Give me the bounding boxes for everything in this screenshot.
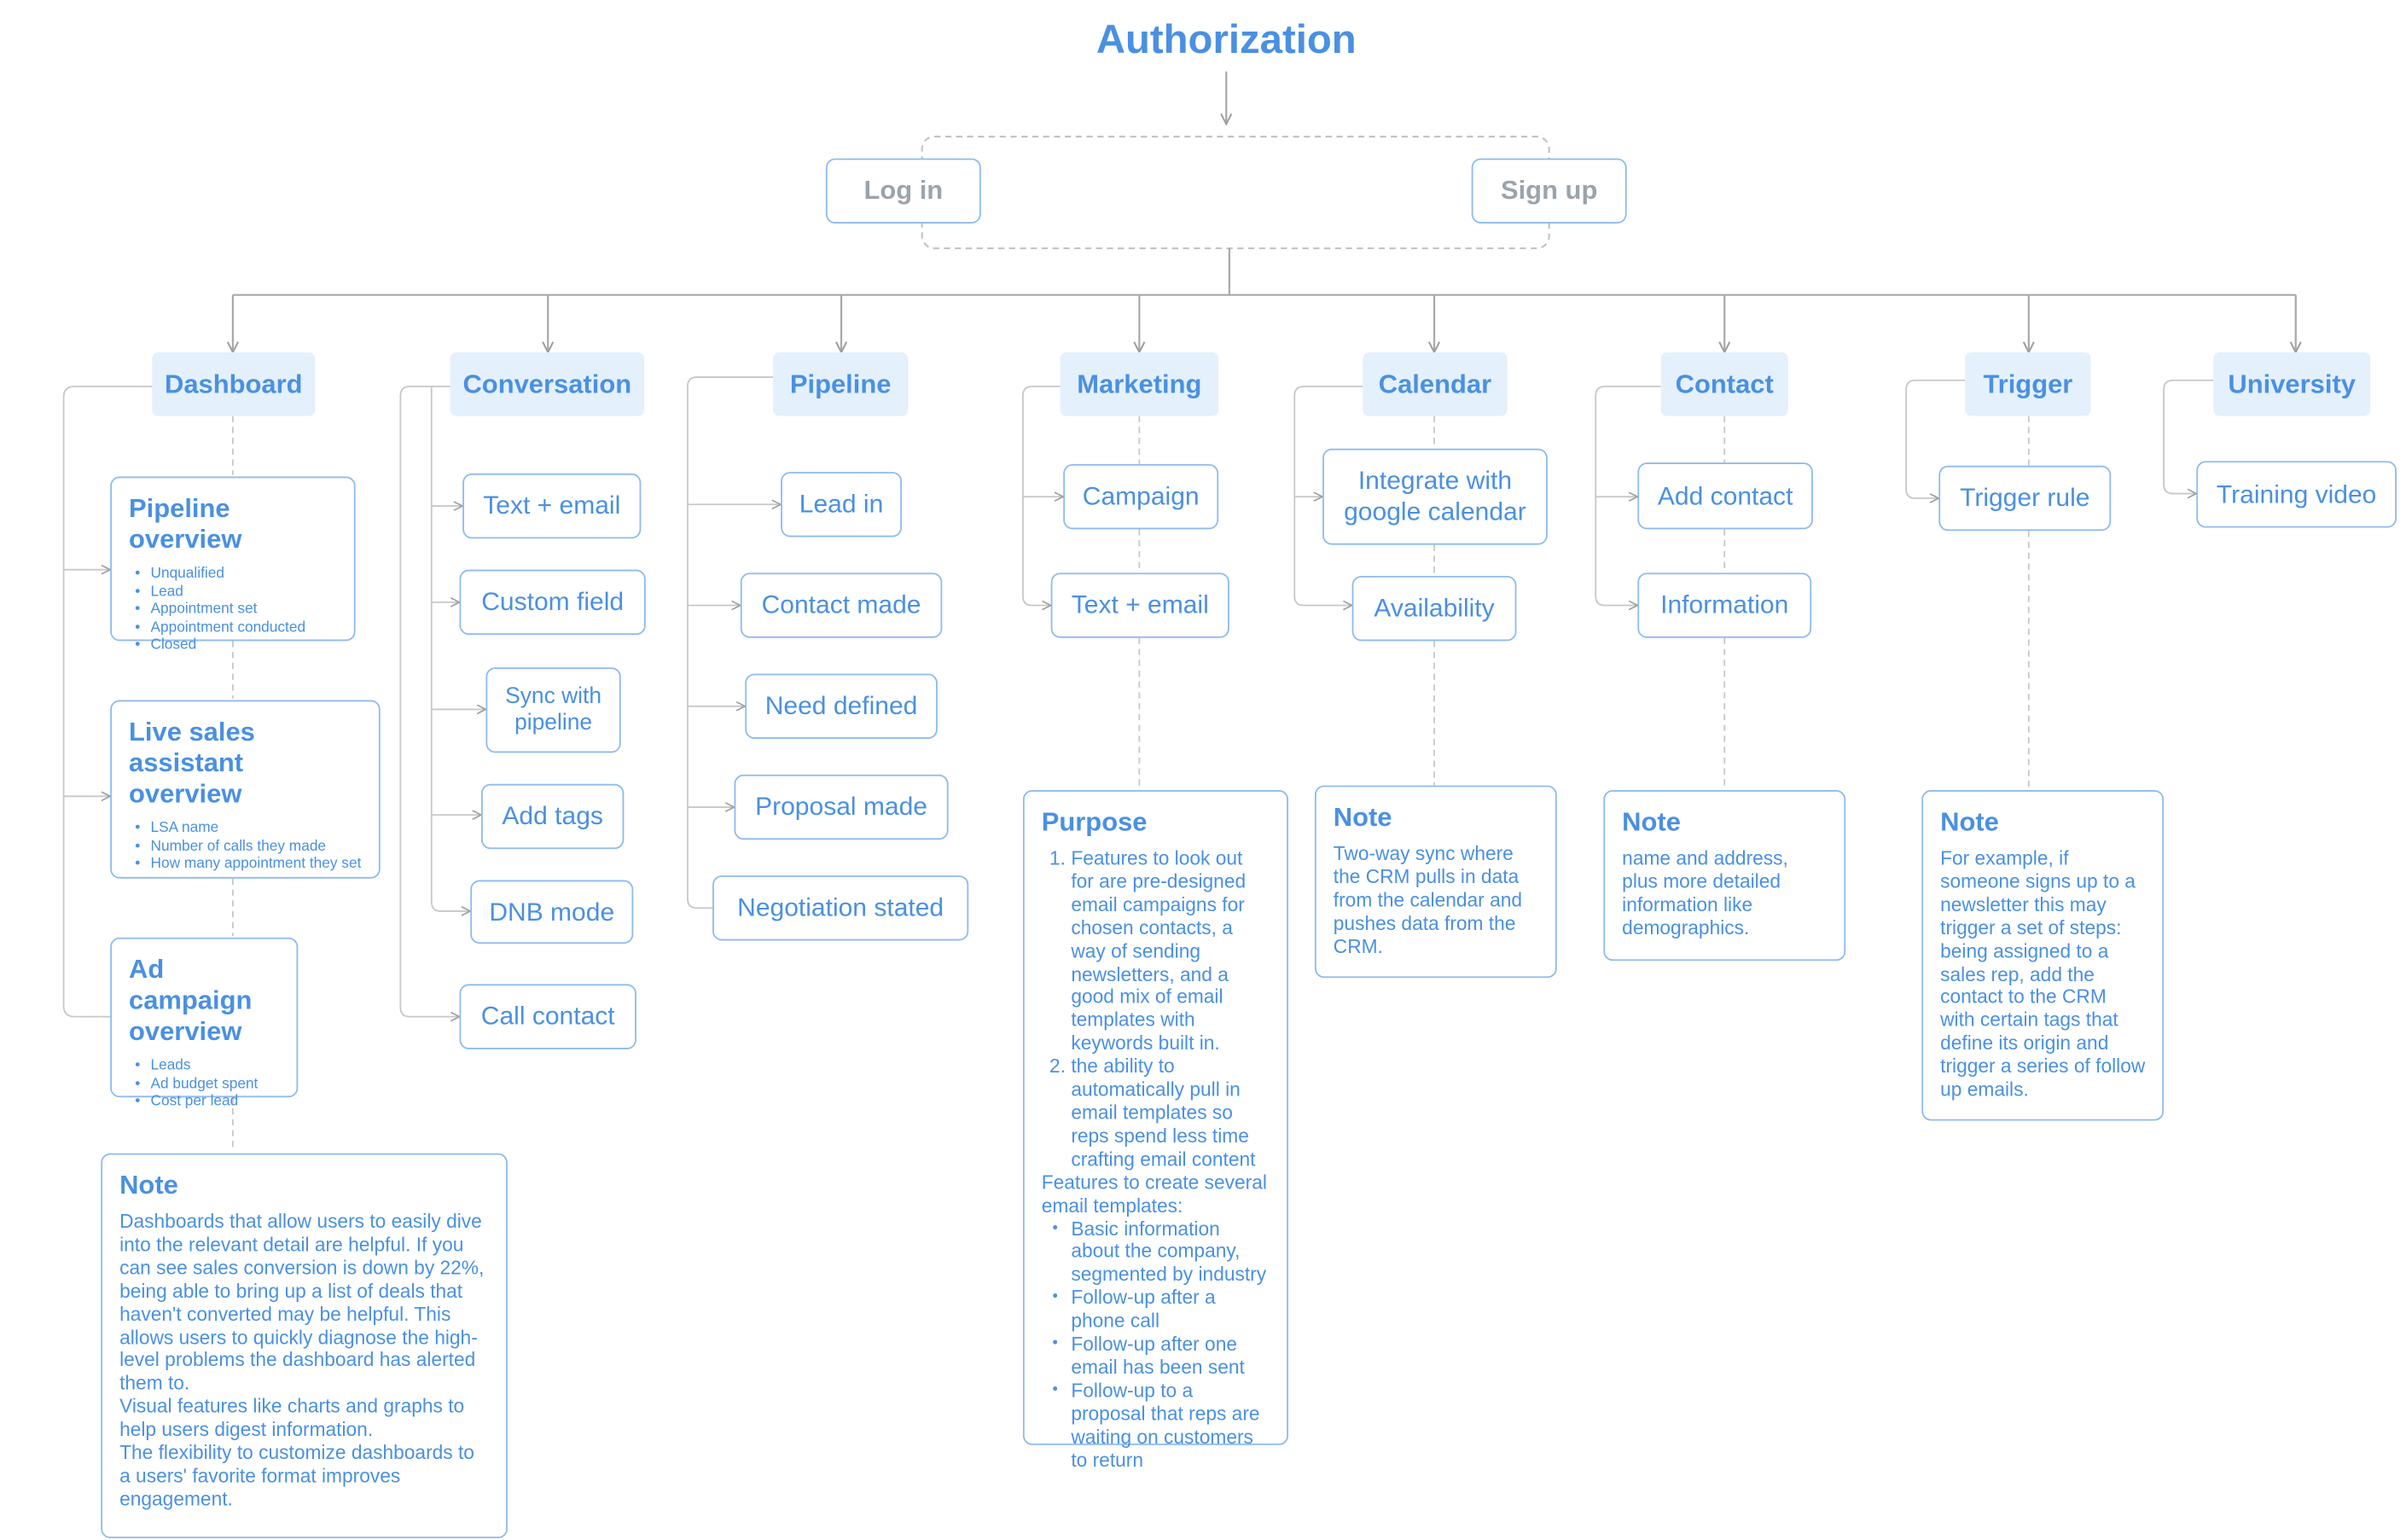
list-item: Cost per lead	[135, 1093, 279, 1111]
calendar-header[interactable]: Calendar	[1363, 352, 1508, 416]
list-item: Ad budget spent	[135, 1075, 279, 1093]
training-video-node[interactable]: Training video	[2196, 461, 2397, 528]
list-item: Closed	[135, 636, 336, 654]
list-item: Unqualified	[135, 565, 336, 583]
note-title: Note	[119, 1170, 178, 1200]
lsa-overview-title: Live sales assistant overview	[129, 717, 255, 809]
negotiation-stated-node[interactable]: Negotiation stated	[712, 875, 969, 941]
trigger-header[interactable]: Trigger	[1965, 352, 2091, 416]
note-title: Note	[1940, 807, 1999, 837]
list-item: Leads	[135, 1057, 279, 1075]
ad-campaign-overview-title: Ad campaign overview	[129, 954, 253, 1047]
contact-note: Note name and address, plus more detaile…	[1603, 790, 1846, 962]
page-title: Authorization	[1095, 15, 1357, 62]
list-item: Follow-up after one email has been sent	[1052, 1334, 1270, 1380]
dnb-mode-node[interactable]: DNB mode	[470, 880, 634, 944]
contact-made-node[interactable]: Contact made	[740, 572, 943, 638]
lead-in-node[interactable]: Lead in	[781, 472, 903, 538]
university-header[interactable]: University	[2213, 352, 2371, 416]
login-node[interactable]: Log in	[825, 158, 981, 224]
text-email-node[interactable]: Text + email	[462, 473, 642, 539]
list-item: Lead	[135, 583, 336, 601]
note-text: name and address, plus more detailed inf…	[1622, 847, 1788, 939]
pipeline-overview-title: Pipeline overview	[129, 493, 242, 555]
note-text: For example, if someone signs up to a ne…	[1940, 847, 2146, 1101]
contact-header[interactable]: Contact	[1660, 352, 1788, 416]
pipeline-header[interactable]: Pipeline	[773, 352, 909, 416]
marketing-header[interactable]: Marketing	[1060, 352, 1219, 416]
availability-node[interactable]: Availability	[1351, 575, 1517, 642]
list-item: Features to look out for are pre-designe…	[1071, 847, 1270, 1055]
marketing-text-email-node[interactable]: Text + email	[1050, 572, 1229, 638]
note-text: Two-way sync where the CRM pulls in data…	[1333, 842, 1523, 957]
dashboard-note: Note Dashboards that allow users to easi…	[101, 1153, 508, 1538]
call-contact-node[interactable]: Call contact	[459, 984, 636, 1049]
signup-node[interactable]: Sign up	[1471, 158, 1627, 224]
note-title: Note	[1333, 802, 1392, 833]
trigger-note: Note For example, if someone signs up to…	[1921, 790, 2165, 1121]
proposal-made-node[interactable]: Proposal made	[734, 774, 949, 840]
purpose-title: Purpose	[1041, 807, 1148, 837]
sync-with-pipeline-node[interactable]: Sync with pipeline	[485, 667, 621, 753]
note-title: Note	[1622, 807, 1681, 837]
list-item: Follow-up after a phone call	[1052, 1287, 1270, 1334]
dashboard-header[interactable]: Dashboard	[152, 352, 316, 416]
list-item: Number of calls they made	[135, 838, 361, 856]
campaign-node[interactable]: Campaign	[1063, 463, 1219, 530]
pipeline-overview-card[interactable]: Pipeline overview Unqualified Lead Appoi…	[110, 476, 356, 654]
lsa-overview-card[interactable]: Live sales assistant overview LSA name N…	[110, 700, 381, 879]
ad-campaign-overview-card[interactable]: Ad campaign overview Leads Ad budget spe…	[110, 937, 299, 1110]
calendar-note: Note Two-way sync where the CRM pulls in…	[1314, 785, 1557, 979]
add-contact-node[interactable]: Add contact	[1637, 462, 1813, 530]
conversation-header[interactable]: Conversation	[450, 352, 645, 416]
list-item: How many appointment they set	[135, 855, 361, 873]
information-node[interactable]: Information	[1637, 572, 1812, 638]
purpose-intro: Features to create several email templat…	[1041, 1171, 1267, 1217]
marketing-purpose-card: Purpose Features to look out for are pre…	[1022, 790, 1289, 1471]
list-item: Appointment conducted	[135, 619, 336, 636]
list-item: LSA name	[135, 820, 361, 838]
custom-field-node[interactable]: Custom field	[459, 569, 646, 636]
integrate-google-calendar-node[interactable]: Integrate with google calendar	[1322, 448, 1548, 545]
list-item: Basic information about the company, seg…	[1052, 1217, 1270, 1287]
trigger-rule-node[interactable]: Trigger rule	[1938, 465, 2112, 532]
list-item: Follow-up to a proposal that reps are wa…	[1052, 1380, 1270, 1472]
list-item: the ability to automatically pull in ema…	[1071, 1055, 1270, 1171]
note-text: Dashboards that allow users to easily di…	[119, 1211, 485, 1510]
list-item: Appointment set	[135, 601, 336, 619]
need-defined-node[interactable]: Need defined	[745, 673, 938, 739]
add-tags-node[interactable]: Add tags	[480, 783, 625, 850]
